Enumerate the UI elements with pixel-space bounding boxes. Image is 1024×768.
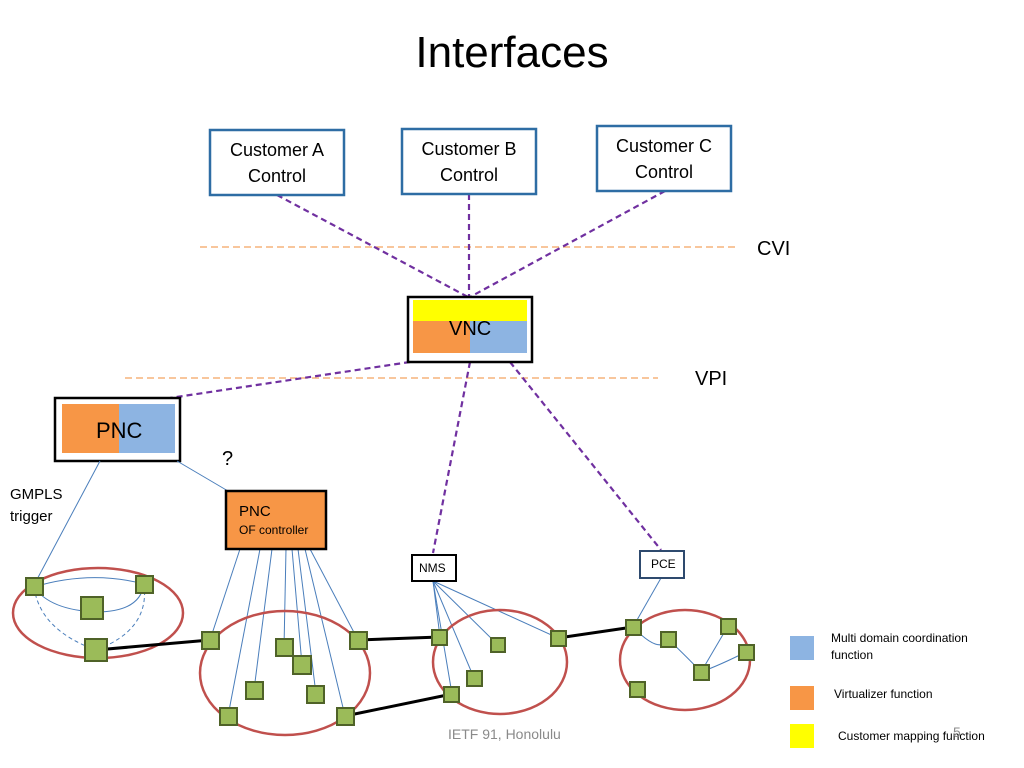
- domain-ring-3: [431, 608, 569, 716]
- question-mark: ?: [222, 448, 234, 470]
- customer-c-box: [595, 124, 733, 193]
- network-nodes: [25, 575, 755, 726]
- node: [629, 681, 646, 698]
- node: [693, 664, 710, 681]
- node: [466, 670, 483, 687]
- domain-ring-2: [198, 609, 372, 737]
- node: [245, 681, 264, 700]
- node: [80, 596, 104, 620]
- vnc-label: VNC: [449, 318, 492, 340]
- footer-text: IETF 91, Honolulu: [448, 726, 561, 742]
- customer-b-box: [400, 127, 538, 196]
- nms-box: [411, 554, 457, 582]
- link-vnc-pnc: [169, 360, 411, 400]
- node: [292, 655, 312, 675]
- node: [720, 618, 737, 635]
- pce-box: [639, 550, 685, 579]
- vnc-box: [406, 295, 534, 364]
- pnc-label: PNC: [96, 418, 143, 443]
- pce-label: PCE: [651, 557, 676, 571]
- page-title: Interfaces: [415, 28, 609, 77]
- pnc-of-controller-box: [224, 489, 328, 551]
- page-number: 5: [953, 724, 961, 740]
- node: [219, 707, 238, 726]
- nms-label: NMS: [419, 561, 446, 575]
- link-vnc-nms: [431, 361, 472, 554]
- node: [431, 629, 448, 646]
- node: [201, 631, 220, 650]
- cvi-label: CVI: [757, 238, 791, 260]
- node: [660, 631, 677, 648]
- node: [25, 577, 44, 596]
- customer-a-box: [208, 128, 346, 197]
- legend-text-multi-domain: Multi domain coordination function: [831, 631, 968, 662]
- legend-text-virtualizer: Virtualizer function: [834, 687, 933, 701]
- node: [349, 631, 368, 650]
- legend-swatch-orange: [790, 686, 814, 710]
- vpi-label: VPI: [695, 368, 728, 390]
- pnc-of-controller-label: PNC OF controller: [239, 503, 309, 537]
- link-vnc-pce: [509, 361, 662, 551]
- legend-swatch-yellow: [790, 724, 814, 748]
- legend-text-customer-mapping: Customer mapping function: [838, 729, 985, 743]
- node: [443, 686, 460, 703]
- node: [275, 638, 294, 657]
- node: [135, 575, 154, 594]
- dashed-links: [169, 190, 666, 554]
- node: [738, 644, 755, 661]
- link-customer-c-vnc: [469, 190, 666, 298]
- domain-rings: [11, 566, 752, 737]
- node: [490, 637, 506, 653]
- node: [336, 707, 355, 726]
- inter-domain-links: [95, 625, 634, 718]
- link-customer-a-vnc: [276, 194, 469, 298]
- node: [84, 638, 108, 662]
- node: [550, 630, 567, 647]
- legend-swatch-blue: [790, 636, 814, 660]
- pnc-box: [53, 396, 182, 463]
- node: [306, 685, 325, 704]
- node: [625, 619, 642, 636]
- thin-links: [33, 460, 747, 717]
